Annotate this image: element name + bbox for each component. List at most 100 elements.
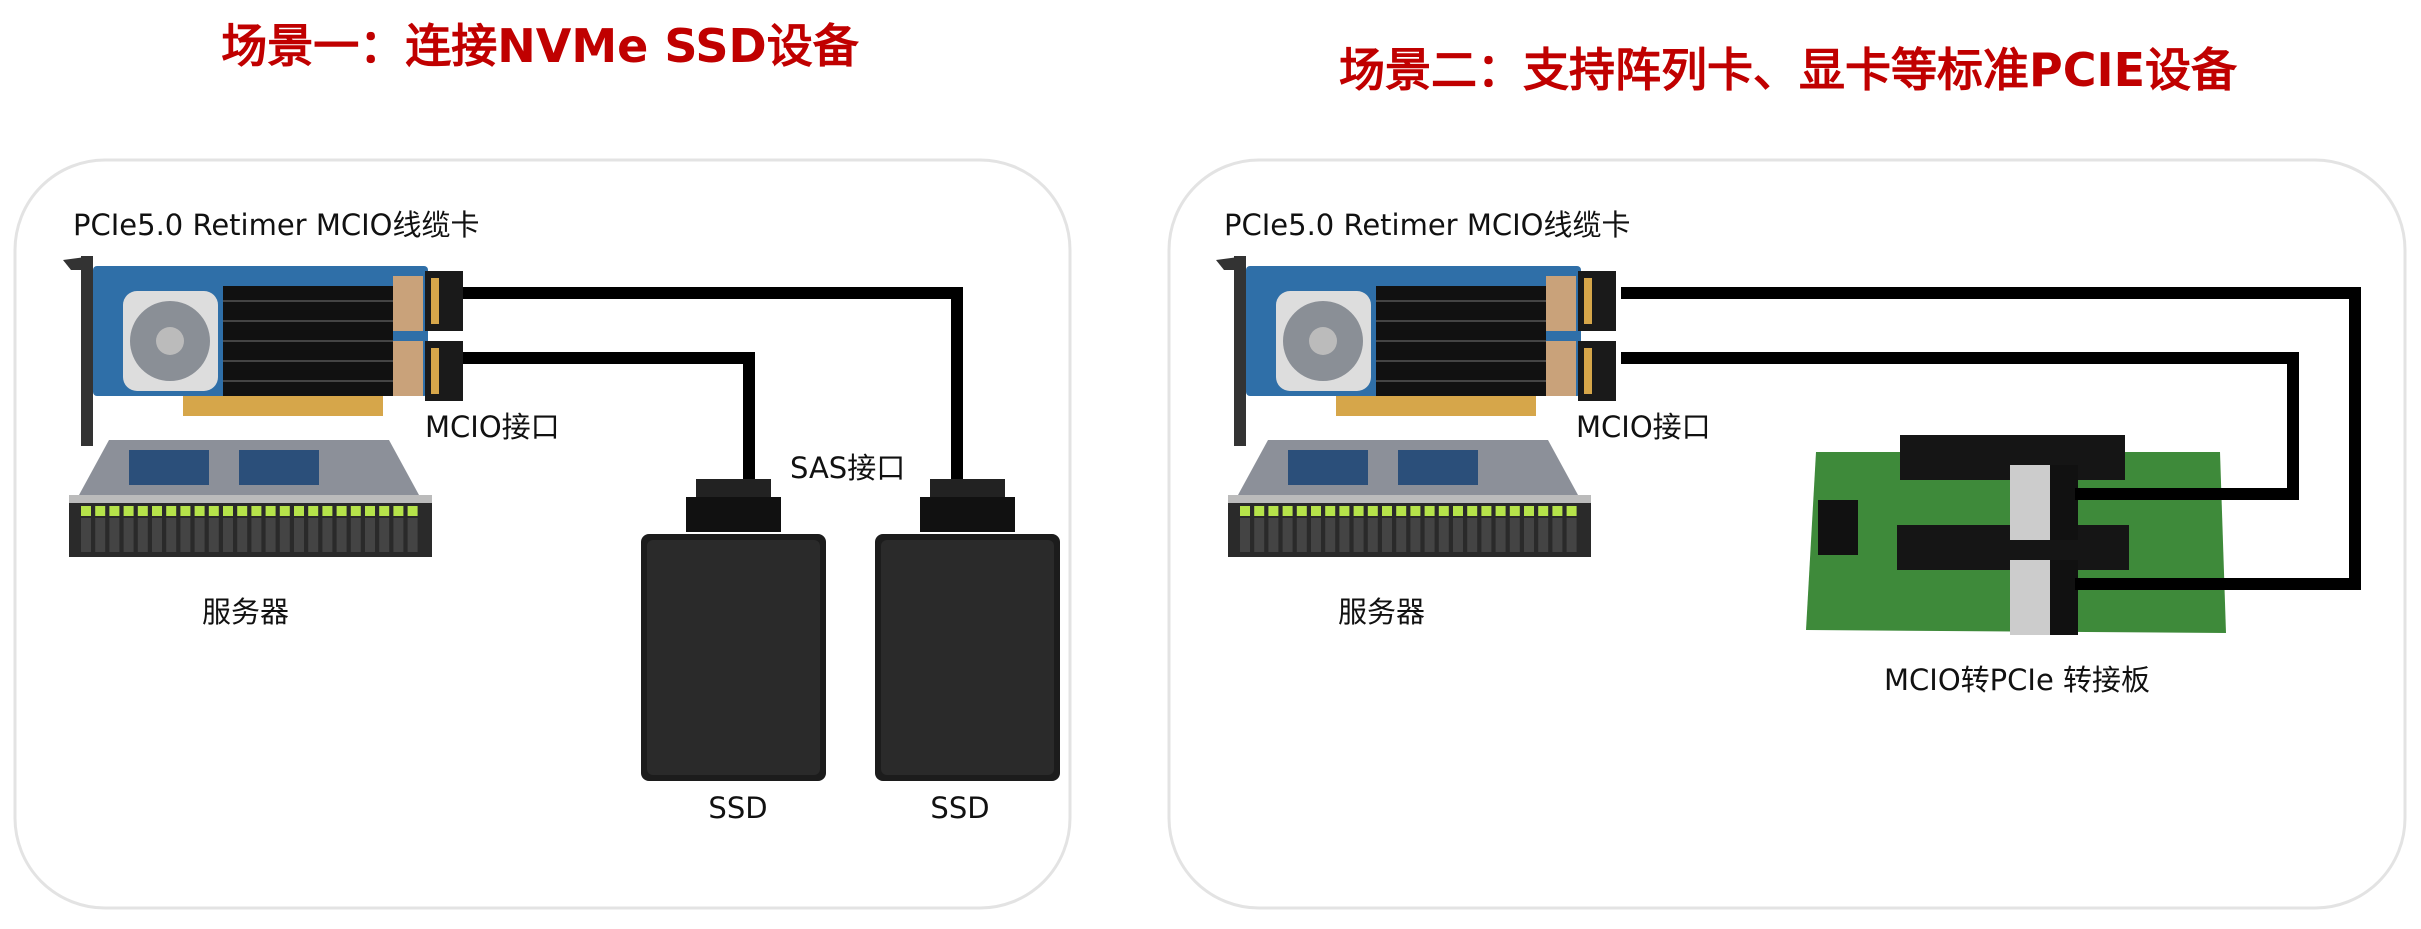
drive-bay	[1311, 518, 1321, 552]
drive-bay-led	[81, 506, 91, 516]
drive-bay-led	[1325, 506, 1336, 516]
drive-bay	[1538, 518, 1549, 552]
cable-4	[1621, 352, 2299, 500]
drive-bay-led	[237, 506, 248, 516]
scenario1-title: 场景一：连接NVMe SSD设备	[221, 19, 859, 73]
drive-bay	[1296, 518, 1307, 552]
drive-bay-led	[1367, 506, 1378, 516]
drive-bay	[1524, 518, 1534, 552]
drive-bay	[1367, 518, 1378, 552]
drive-bay-led	[1566, 506, 1577, 516]
drive-bay	[1509, 518, 1520, 552]
drive-bay-led	[1296, 506, 1307, 516]
drive-bay	[1481, 518, 1492, 552]
drive-bay-led	[1453, 506, 1463, 516]
drive-bay	[194, 518, 205, 552]
drive-bay-led	[1509, 506, 1520, 516]
drive-bay	[1453, 518, 1463, 552]
server-image-2	[1228, 440, 1591, 557]
mcio-port-label: MCIO接口	[425, 410, 560, 444]
drive-bay	[308, 518, 319, 552]
drive-bay	[152, 518, 162, 552]
drive-bay-led	[1339, 506, 1350, 516]
drive-bay-led	[1382, 506, 1392, 516]
drive-bay-led	[137, 506, 148, 516]
drive-bay	[1325, 518, 1336, 552]
drive-bay	[1552, 518, 1563, 552]
mcio-port-label-2: MCIO接口	[1576, 410, 1711, 444]
drive-bay	[1410, 518, 1421, 552]
drive-bay-led	[180, 506, 191, 516]
drive-bay-led	[294, 506, 304, 516]
drive-bay-led	[1438, 506, 1449, 516]
drive-bay	[237, 518, 248, 552]
drive-bay	[379, 518, 390, 552]
ssd-1-label: SSD	[708, 791, 767, 825]
drive-bay-led	[1424, 506, 1435, 516]
drive-bay	[393, 518, 404, 552]
server-image	[69, 440, 432, 557]
drive-bay-led	[265, 506, 276, 516]
drive-bay-led	[379, 506, 390, 516]
drive-bay	[1240, 518, 1250, 552]
drive-bay	[1467, 518, 1478, 552]
drive-bay	[208, 518, 219, 552]
drive-bay	[1396, 518, 1407, 552]
drive-bay-led	[1353, 506, 1364, 516]
drive-bay-led	[1538, 506, 1549, 516]
drive-bay	[407, 518, 418, 552]
drive-bay	[1282, 518, 1293, 552]
drive-bay-led	[194, 506, 205, 516]
drive-bay-led	[208, 506, 219, 516]
drive-bay-led	[1311, 506, 1321, 516]
drive-bay-led	[1495, 506, 1506, 516]
drive-bay	[365, 518, 375, 552]
drive-bay	[1254, 518, 1265, 552]
drive-bay-led	[407, 506, 418, 516]
drive-bay	[1495, 518, 1506, 552]
drive-bay-led	[123, 506, 134, 516]
drive-bay	[137, 518, 148, 552]
drive-bay-led	[1396, 506, 1407, 516]
drive-bay	[123, 518, 134, 552]
drive-bay	[294, 518, 304, 552]
drive-bay	[336, 518, 347, 552]
drive-bay-led	[1524, 506, 1534, 516]
drive-bay-led	[152, 506, 162, 516]
adapter-board-image	[1806, 435, 2226, 635]
drive-bay	[166, 518, 177, 552]
drive-bay-led	[1254, 506, 1265, 516]
card-label: PCIe5.0 Retimer MCIO线缆卡	[73, 208, 479, 242]
drive-bay	[1438, 518, 1449, 552]
drive-bay-led	[308, 506, 319, 516]
drive-bay	[1353, 518, 1364, 552]
drive-bay	[350, 518, 361, 552]
drive-bay	[1339, 518, 1350, 552]
drive-bay	[265, 518, 276, 552]
drive-bay-led	[322, 506, 333, 516]
card-label-2: PCIe5.0 Retimer MCIO线缆卡	[1224, 208, 1630, 242]
ssd-2-label: SSD	[930, 791, 989, 825]
drive-bay-led	[1268, 506, 1279, 516]
cable-1	[463, 287, 963, 490]
drive-bay-led	[393, 506, 404, 516]
drive-bay-led	[1410, 506, 1421, 516]
cable-2	[463, 352, 755, 490]
drive-bay-led	[95, 506, 106, 516]
drive-bay-led	[109, 506, 120, 516]
scenario2-title: 场景二：支持阵列卡、显卡等标准PCIE设备	[1339, 43, 2238, 97]
drive-bay	[1424, 518, 1435, 552]
drive-bay-led	[1552, 506, 1563, 516]
drive-bay-led	[365, 506, 375, 516]
drive-bay	[1566, 518, 1577, 552]
drive-bay	[1268, 518, 1279, 552]
drive-bay	[180, 518, 191, 552]
drive-bay	[109, 518, 120, 552]
drive-bay-led	[223, 506, 233, 516]
drive-bay-led	[166, 506, 177, 516]
server-label: 服务器	[202, 595, 289, 629]
drive-bay	[251, 518, 262, 552]
drive-bay	[81, 518, 91, 552]
drive-bay-led	[1282, 506, 1293, 516]
